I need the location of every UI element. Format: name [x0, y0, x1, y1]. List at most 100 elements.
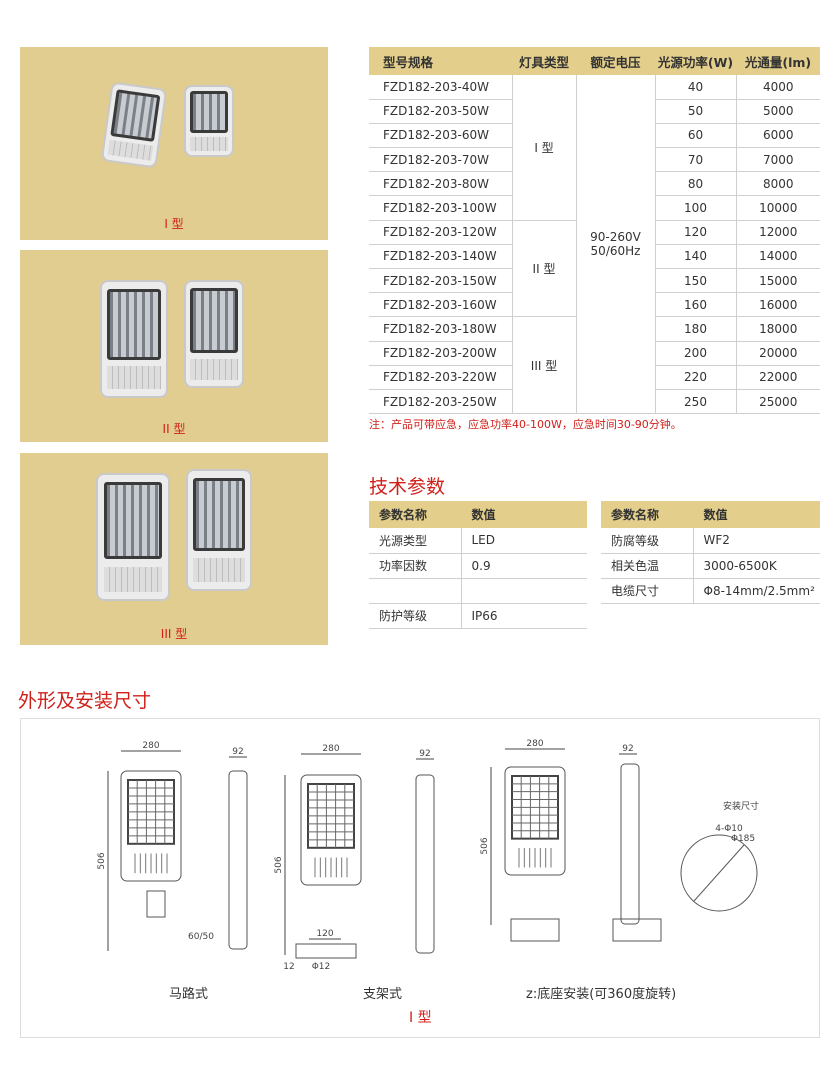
- voltage-freq: 50/60Hz: [590, 244, 641, 259]
- cell-power: 120: [654, 220, 736, 245]
- cell-type: I 型: [511, 75, 576, 221]
- panel-caption: III 型: [160, 627, 188, 641]
- header-param: 参数名称: [369, 501, 461, 528]
- tech-title: 技术参数: [369, 476, 446, 498]
- base-front-view: [504, 766, 566, 876]
- param-row: [369, 578, 587, 604]
- dimension-text: 92: [622, 744, 633, 754]
- pole-mount: [146, 890, 166, 918]
- spec-table: 型号规格 灯具类型 额定电压 光源功率(W) 光通量(lm) FZD182-20…: [369, 47, 820, 415]
- cell-model: FZD182-203-180W: [369, 316, 512, 342]
- dimension-text: 280: [526, 739, 543, 749]
- side-base-mount: [612, 918, 662, 942]
- cell-power: 60: [654, 123, 736, 149]
- cell-flux: 4000: [735, 75, 820, 100]
- cell-model: FZD182-203-50W: [369, 99, 512, 124]
- header-power: 光源功率(W): [655, 47, 736, 75]
- cell-model: FZD182-203-80W: [369, 171, 512, 197]
- dimension-text: 506: [480, 837, 490, 854]
- param-value: IP66: [460, 603, 587, 629]
- diameter-line: [693, 844, 745, 902]
- cell-flux: 16000: [735, 292, 820, 318]
- header-flux: 光通量(lm): [736, 47, 820, 75]
- base-mount: [510, 918, 560, 942]
- road-front-view: [120, 770, 182, 882]
- product-photo-type-3: III 型: [20, 453, 328, 645]
- bracket-thickness: 12: [283, 962, 294, 972]
- cell-model: FZD182-203-120W: [369, 220, 512, 245]
- cell-flux: 5000: [735, 99, 820, 124]
- cell-model: FZD182-203-140W: [369, 244, 512, 270]
- param-value: WF2: [692, 528, 820, 554]
- side-view: [228, 770, 248, 950]
- param-value: Φ8-14mm/2.5mm²: [692, 578, 820, 604]
- type-label: I 型: [409, 1010, 432, 1026]
- param-name: 光源类型: [369, 528, 461, 554]
- mount-diameter: Φ185: [731, 834, 755, 844]
- panel-caption: I 型: [164, 217, 184, 231]
- dimension-text: 280: [142, 741, 159, 751]
- side-view: [620, 763, 640, 925]
- cell-flux: 18000: [735, 316, 820, 342]
- cell-model: FZD182-203-60W: [369, 123, 512, 149]
- header-model: 型号规格: [369, 47, 512, 75]
- floodlight-image: [96, 473, 170, 601]
- param-value: 0.9: [460, 553, 587, 579]
- cell-type: II 型: [511, 220, 576, 318]
- label-road: 马路式: [169, 987, 209, 1002]
- dims-title: 外形及安装尺寸: [18, 690, 152, 712]
- mount-holes: 4-Φ10: [715, 824, 743, 834]
- voltage-range: 90-260V: [590, 230, 641, 245]
- cell-flux: 8000: [735, 171, 820, 197]
- param-name: 防腐等级: [601, 528, 693, 554]
- streetlight-image: [186, 469, 252, 591]
- bracket-hole-dimension: Φ12: [312, 962, 331, 972]
- dimension-text: 92: [419, 749, 430, 759]
- cell-power: 180: [654, 316, 736, 342]
- cell-flux: 22000: [735, 365, 820, 390]
- param-name: 相关色温: [601, 553, 693, 579]
- header-type: 灯具类型: [512, 47, 576, 75]
- streetlight-image: [184, 85, 234, 157]
- cell-model: FZD182-203-200W: [369, 341, 512, 366]
- cell-power: 220: [654, 365, 736, 390]
- cell-power: 150: [654, 268, 736, 294]
- dimension-text: 92: [232, 747, 243, 757]
- cell-flux: 6000: [735, 123, 820, 149]
- cell-power: 250: [654, 389, 736, 415]
- header-voltage: 额定电压: [576, 47, 655, 75]
- cell-flux: 15000: [735, 268, 820, 294]
- floodlight-image: [100, 280, 168, 398]
- product-photo-type-2: II 型: [20, 250, 328, 442]
- dimension-text: 120: [316, 929, 333, 939]
- spec-note: 注：产品可带应急，应急功率40-100W，应急时间30-90分钟。: [369, 418, 682, 431]
- product-photo-type-1: I 型: [20, 47, 328, 240]
- side-view: [415, 774, 435, 954]
- cell-flux: 14000: [735, 244, 820, 270]
- pole-dimension: 60/50: [188, 932, 214, 942]
- dimension-text: 506: [274, 856, 284, 873]
- dimension-text: 280: [322, 744, 339, 754]
- cell-model: FZD182-203-220W: [369, 365, 512, 390]
- param-value: LED: [460, 528, 587, 554]
- param-name: [369, 578, 461, 604]
- cell-power: 140: [654, 244, 736, 270]
- cell-power: 80: [654, 171, 736, 197]
